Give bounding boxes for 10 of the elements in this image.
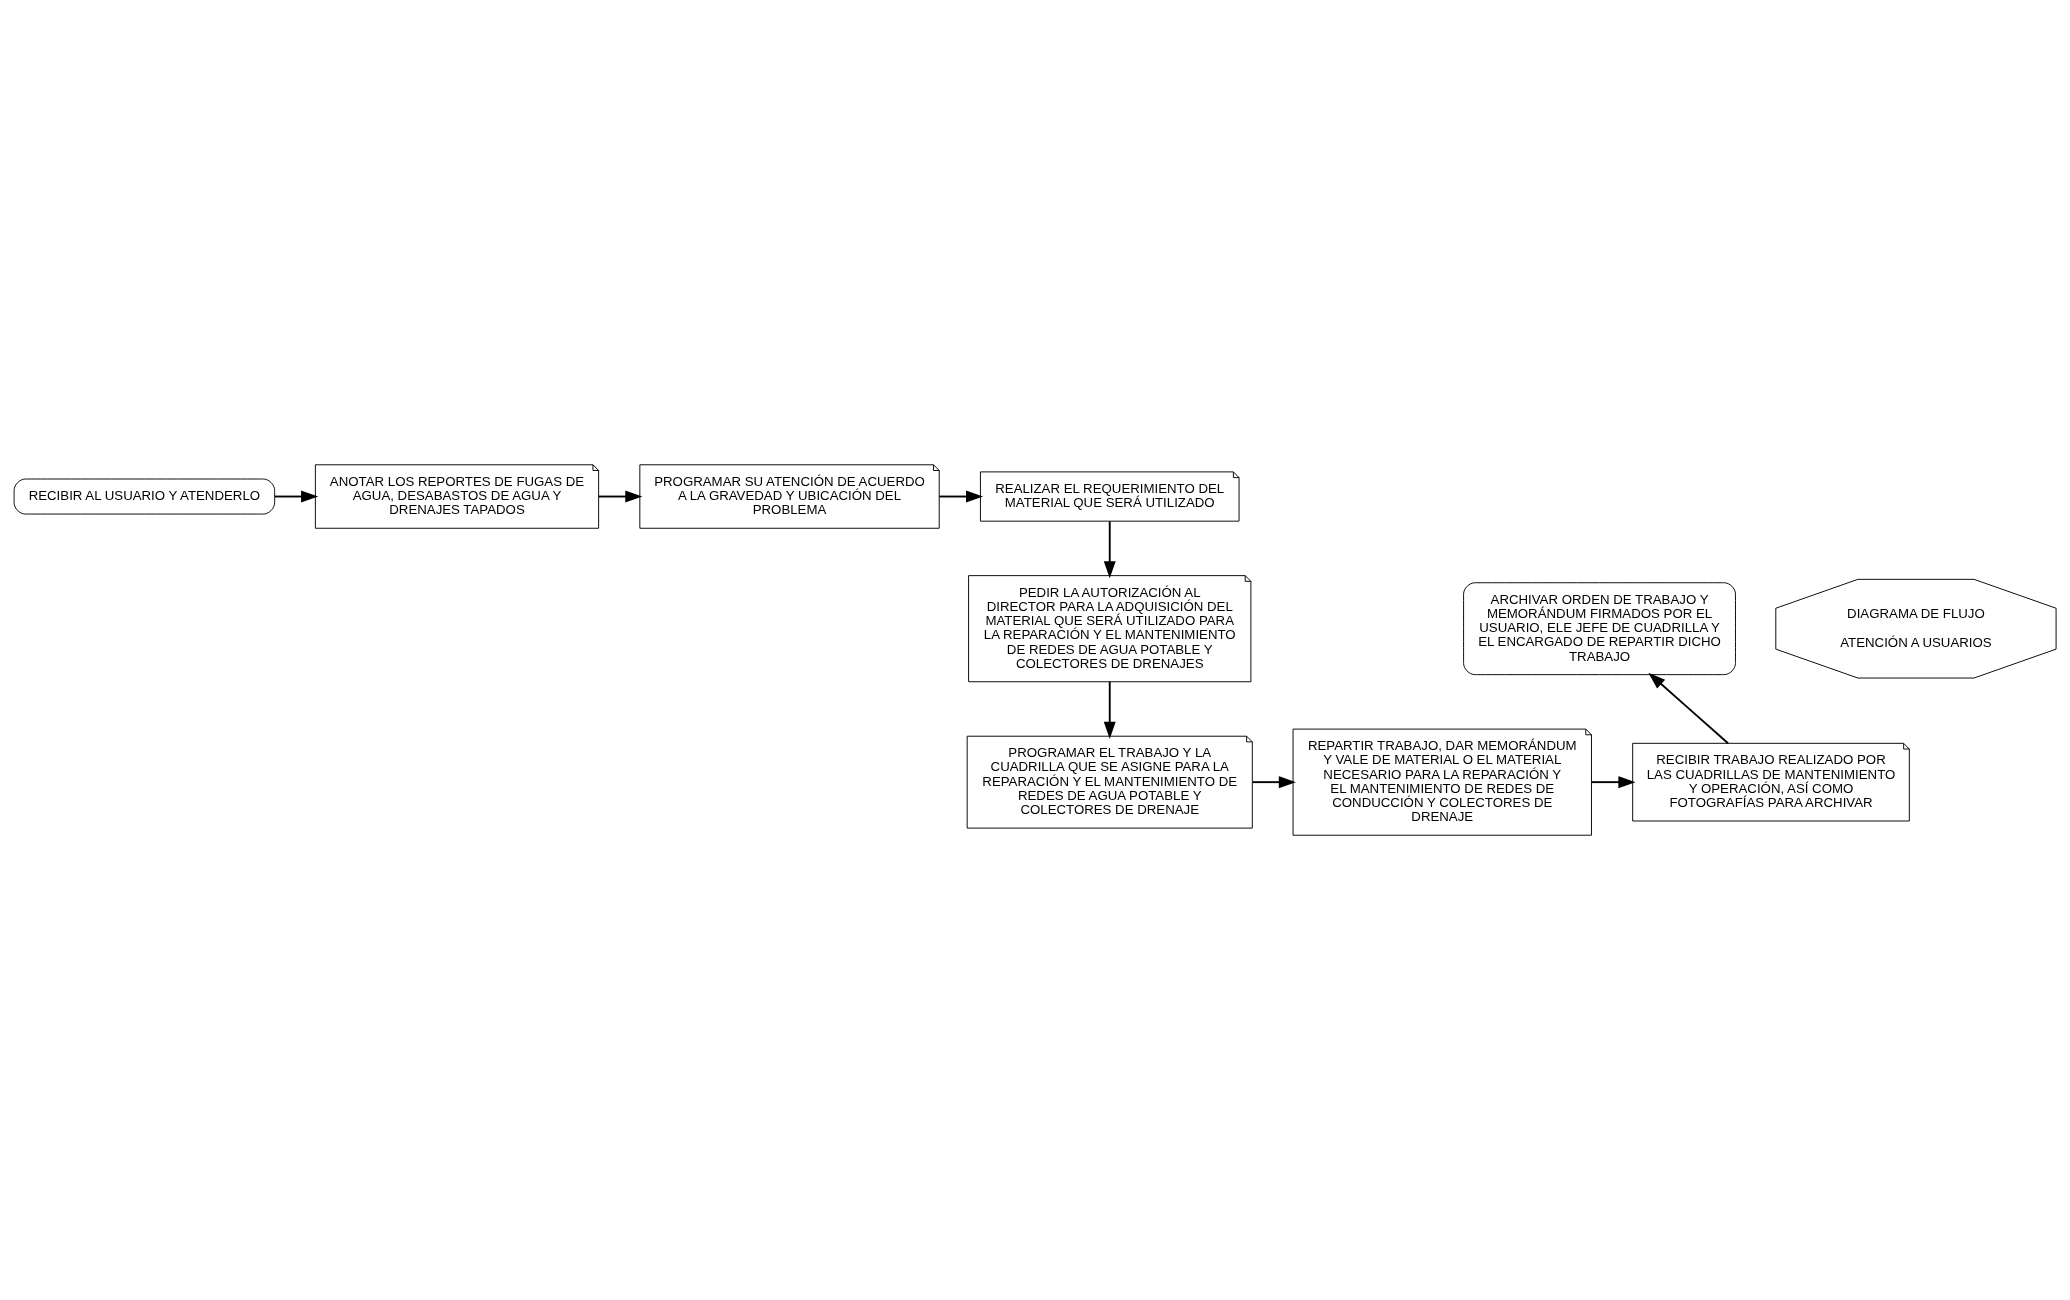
- node-box: RECIBIR AL USUARIO Y ATENDERLO: [13, 478, 276, 515]
- arrow: [1103, 520, 1116, 579]
- arrow: [273, 490, 319, 503]
- arrow: [597, 490, 643, 503]
- arrow: [1251, 776, 1296, 789]
- arrow: [938, 490, 984, 503]
- arrow: [1648, 672, 1729, 745]
- arrow: [1103, 680, 1116, 739]
- arrow: [1590, 776, 1636, 789]
- node-box: ARCHIVAR ORDEN DE TRABAJO Y MEMORÁNDUM FIRMADOS POR EL USUARIO, ELE JEFE DE CUADRILLA Y EL ENCARGADO DE REPARTIR DICHO TRABAJO: [1463, 582, 1736, 676]
